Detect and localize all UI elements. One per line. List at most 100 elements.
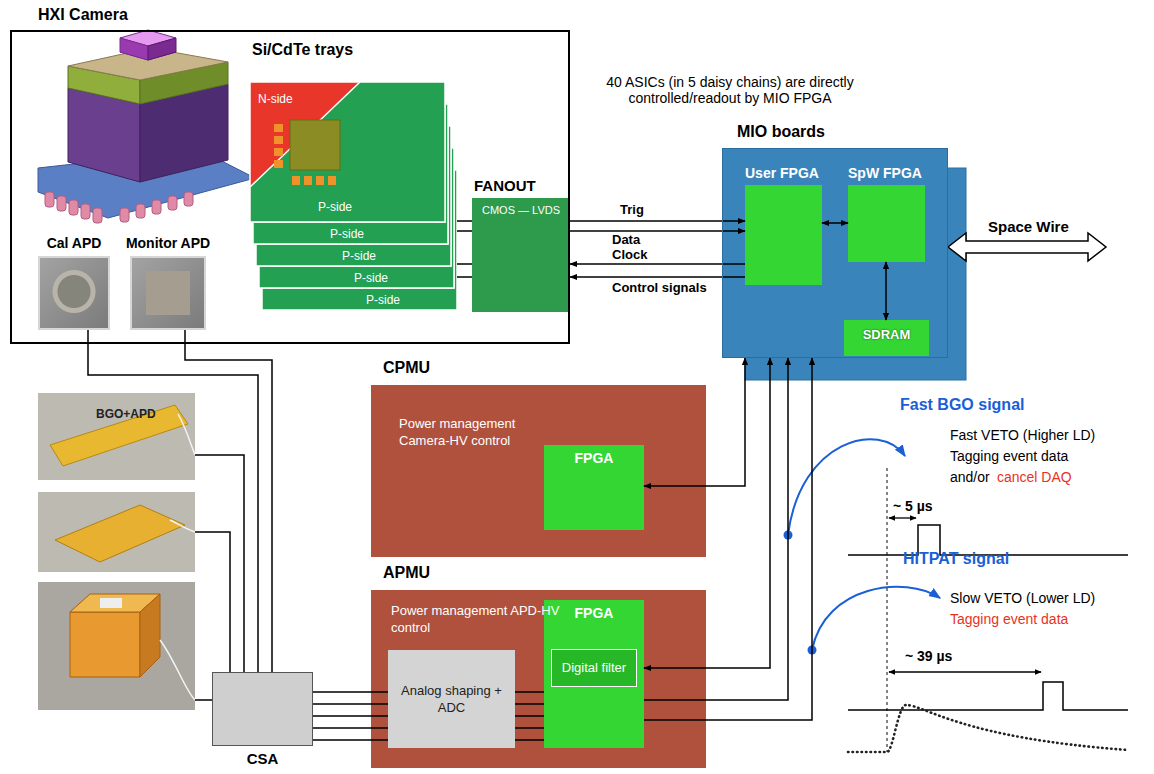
drawing-rect bbox=[274, 136, 283, 144]
drawing-rect bbox=[292, 176, 300, 185]
board-function: CMOS — LVDS bbox=[472, 198, 570, 216]
signal-note: Slow VETO (Lower LD) bbox=[950, 590, 1095, 606]
node-fill bbox=[745, 185, 822, 285]
fpga-chip: SpW FPGA bbox=[848, 185, 925, 262]
drawing-rect bbox=[81, 204, 90, 219]
signal-note: Tagging event data bbox=[950, 448, 1068, 464]
drawing-polygon bbox=[148, 38, 176, 60]
detector-side: P-side bbox=[354, 271, 388, 285]
timing: ~ 39 µs bbox=[905, 648, 952, 664]
drawing-path bbox=[848, 682, 1128, 710]
camera-illustration bbox=[38, 30, 255, 223]
note: 40 ASICs (in 5 daisy chains) are directl… bbox=[565, 74, 895, 106]
fpga-chip: FPGA Digital filter bbox=[544, 600, 644, 748]
node-fill bbox=[212, 672, 313, 746]
signal-note: Fast VETO (Higher LD) bbox=[950, 427, 1095, 443]
memory-chip: SDRAM bbox=[844, 320, 929, 356]
node-fill bbox=[38, 256, 110, 330]
drawing-rect bbox=[136, 204, 145, 218]
drawing-polygon bbox=[140, 594, 160, 677]
drawing-rect bbox=[168, 196, 177, 210]
connector bbox=[570, 220, 745, 222]
unit-title: CPMU bbox=[383, 359, 430, 377]
drawing-rect bbox=[69, 200, 78, 215]
drawing-rect bbox=[316, 176, 324, 185]
fpga-chip: User FPGA bbox=[745, 185, 822, 285]
drawing-rect bbox=[250, 82, 445, 222]
apd-name: Monitor APD bbox=[92, 235, 244, 251]
interface-name: Space Wire bbox=[988, 218, 1069, 235]
drawing-path bbox=[195, 532, 230, 672]
drawing-path bbox=[160, 640, 195, 700]
drawing-polygon bbox=[70, 612, 140, 677]
drawing-polygon bbox=[120, 38, 148, 60]
connector bbox=[644, 358, 745, 486]
drawing-rect bbox=[290, 120, 340, 170]
drawing-polygon bbox=[50, 405, 188, 466]
connector bbox=[570, 276, 745, 278]
drawing-rect bbox=[45, 192, 54, 207]
camera-housing: HXI CameraCal APDMonitor APDFANOUTCMOS —… bbox=[10, 30, 570, 344]
drawing-path bbox=[889, 671, 1041, 672]
drawing-path bbox=[178, 414, 195, 455]
detector-side: P-side bbox=[366, 293, 400, 307]
drawing-polygon bbox=[250, 82, 445, 222]
chip-name: FPGA bbox=[544, 600, 644, 621]
connector bbox=[570, 230, 745, 232]
signal-note: Tagging event data bbox=[950, 611, 1068, 627]
amplifier-name: CSA bbox=[203, 750, 322, 767]
housing-title: HXI Camera bbox=[38, 6, 128, 24]
drawing-rect bbox=[100, 598, 122, 608]
detector-side: P-side bbox=[318, 200, 352, 214]
node-fill bbox=[371, 385, 706, 557]
drawing-rect bbox=[274, 148, 283, 156]
fanout-board: FANOUTCMOS — LVDS bbox=[472, 198, 570, 312]
connector bbox=[313, 692, 388, 740]
drawing-rect bbox=[57, 196, 66, 211]
drawing-polygon bbox=[55, 505, 185, 562]
connector bbox=[195, 455, 244, 672]
signal-note: cancel DAQ bbox=[997, 469, 1072, 485]
drawing-rect bbox=[93, 208, 102, 223]
drawing-rect bbox=[152, 200, 161, 214]
power-unit: CPMUPower management Camera-HV controlFP… bbox=[371, 385, 706, 557]
connector bbox=[88, 330, 258, 672]
drawing-rect bbox=[184, 192, 193, 206]
bgo-photos bbox=[38, 393, 195, 710]
connector bbox=[885, 262, 887, 320]
drawing-path bbox=[195, 699, 212, 701]
drawing-path bbox=[170, 520, 195, 532]
signal-label: Data bbox=[612, 233, 640, 247]
apd-name: Cal APD bbox=[0, 235, 148, 251]
detector-side: N-side bbox=[258, 92, 293, 106]
drawing-path bbox=[812, 587, 940, 650]
analog-stage: Analog shaping + ADC bbox=[388, 650, 515, 748]
photo-caption: BGO+APD bbox=[96, 407, 156, 421]
drawing-path bbox=[848, 705, 1128, 752]
node-fill bbox=[130, 256, 206, 330]
signal-label: Control signals bbox=[612, 281, 707, 295]
connector bbox=[822, 222, 848, 224]
component-title: Si/CdTe trays bbox=[252, 41, 353, 59]
connector bbox=[644, 358, 770, 668]
fpga-chip: FPGA bbox=[544, 445, 644, 530]
timing: ~ 5 µs bbox=[893, 498, 933, 514]
drawing-rect bbox=[120, 208, 129, 222]
chip-name: FPGA bbox=[544, 445, 644, 466]
chip-name: SpW FPGA bbox=[848, 165, 922, 181]
node-fill bbox=[848, 185, 925, 262]
chip-name: User FPGA bbox=[745, 165, 819, 181]
connector bbox=[644, 358, 812, 720]
charge-amplifier: CSA bbox=[212, 672, 313, 746]
apd-photo: Cal APD bbox=[38, 256, 110, 330]
unit-function: Power management APD-HV control bbox=[391, 602, 561, 636]
apd-photo: Monitor APD bbox=[130, 256, 206, 330]
unit-title: APMU bbox=[383, 564, 430, 582]
connector bbox=[185, 330, 272, 672]
drawing-path bbox=[889, 517, 916, 518]
filter-block: Digital filter bbox=[551, 649, 637, 687]
signal-callouts bbox=[784, 439, 1129, 752]
power-unit: APMUPower management APD-HV controlAnalo… bbox=[371, 590, 706, 768]
unit-function: Power management Camera-HV control bbox=[399, 415, 559, 449]
